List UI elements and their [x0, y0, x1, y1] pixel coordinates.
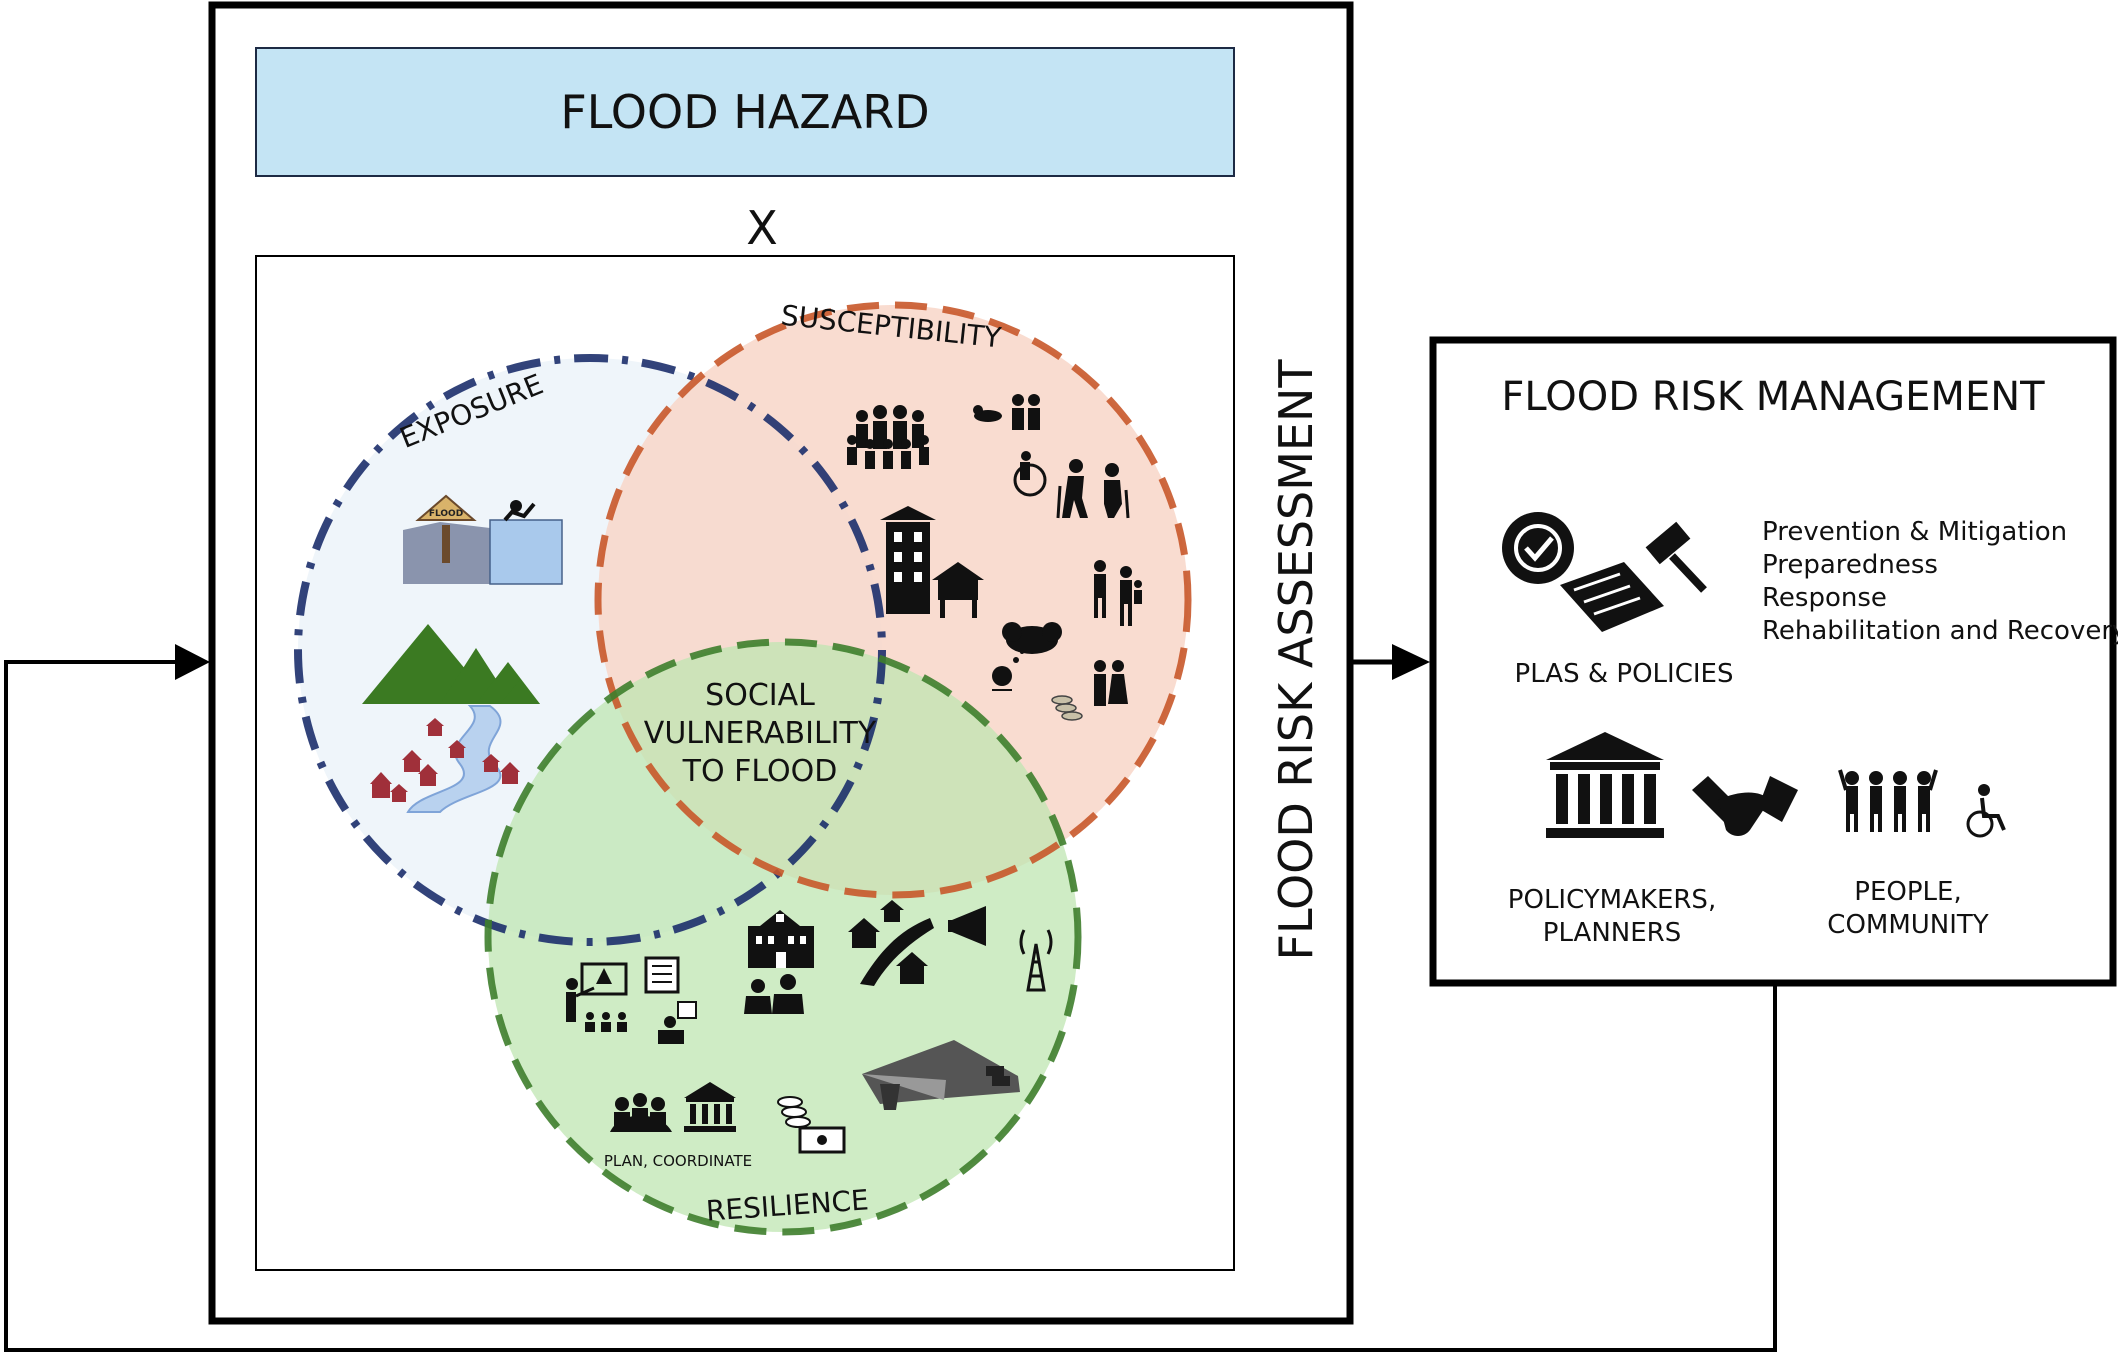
wheelchair-icon: [1966, 784, 2006, 838]
people-community-icon: [1838, 769, 1938, 832]
phase-response: Response: [1762, 583, 1887, 613]
mental-health-icon: [992, 622, 1062, 691]
flood-risk-management-title: FLOOD RISK MANAGEMENT: [1501, 374, 2045, 420]
family-group-icon: [847, 405, 929, 469]
government-pillars-icon: [1546, 732, 1664, 838]
phase-rehabilitation: Rehabilitation and Recovery: [1762, 616, 2118, 646]
assessment-to-management-arrow: [1352, 644, 1430, 680]
relocation-houses-icon: [848, 900, 934, 986]
center-line-2: VULNERABILITY: [644, 716, 877, 751]
children-icon: [973, 394, 1040, 430]
exposure-circle: [294, 354, 886, 946]
flood-barrier-icon: [862, 1040, 1020, 1110]
coins-money-icon: [777, 1096, 846, 1154]
community-meeting-icon: [610, 1093, 672, 1132]
plans-policies-label: PLAS & POLICIES: [1515, 659, 1734, 689]
radio-tower-icon: [1019, 929, 1053, 992]
policymakers-line-1: POLICYMAKERS,: [1508, 885, 1716, 915]
people-line-1: PEOPLE,: [1854, 877, 1961, 907]
hospital-icon: [748, 910, 814, 968]
flood-sign-text: FLOOD: [429, 509, 463, 519]
flood-risk-management-box: [1429, 336, 2117, 987]
people-line-2: COMMUNITY: [1827, 910, 1989, 940]
certificate-gavel-icon: [1502, 512, 1707, 632]
feedback-arrow-head: [175, 644, 210, 680]
phase-prevention: Prevention & Mitigation: [1762, 517, 2067, 547]
susceptibility-circle: [594, 301, 1192, 899]
mountains-icon: [362, 624, 540, 704]
flood-hazard-box: [255, 47, 1235, 177]
megaphone-icon: [948, 906, 986, 946]
elderly-disabled-icon: [1013, 451, 1130, 519]
newspaper-icon: [644, 956, 680, 994]
flood-risk-assessment-label: FLOOD RISK ASSESSMENT: [1269, 359, 1323, 961]
river-village-icon: [370, 705, 520, 813]
center-line-3: TO FLOOD: [682, 754, 838, 789]
phase-preparedness: Preparedness: [1762, 550, 1938, 580]
flood-sign-icon: FLOOD: [403, 494, 563, 585]
plan-coordinate-caption: PLAN, COORDINATE: [604, 1152, 752, 1170]
handshake-icon: [1692, 776, 1798, 836]
center-line-1: SOCIAL: [705, 678, 815, 713]
family-with-children-icon: [1094, 560, 1142, 626]
resilience-circle: [484, 638, 1082, 1236]
question-people-icon: [658, 1001, 697, 1044]
flood-hazard-title: FLOOD HAZARD: [560, 85, 929, 139]
training-icon: [566, 962, 628, 1032]
stilt-house-icon: [932, 562, 984, 618]
government-building-icon: [684, 1082, 736, 1132]
first-responders-icon: [744, 974, 804, 1014]
elderly-couple-coins-icon: [1051, 660, 1128, 721]
building-icon: [880, 506, 936, 614]
feedback-loop: [4, 644, 1777, 1352]
multiplication-operator: X: [746, 201, 778, 255]
policymakers-line-2: PLANNERS: [1543, 918, 1681, 948]
